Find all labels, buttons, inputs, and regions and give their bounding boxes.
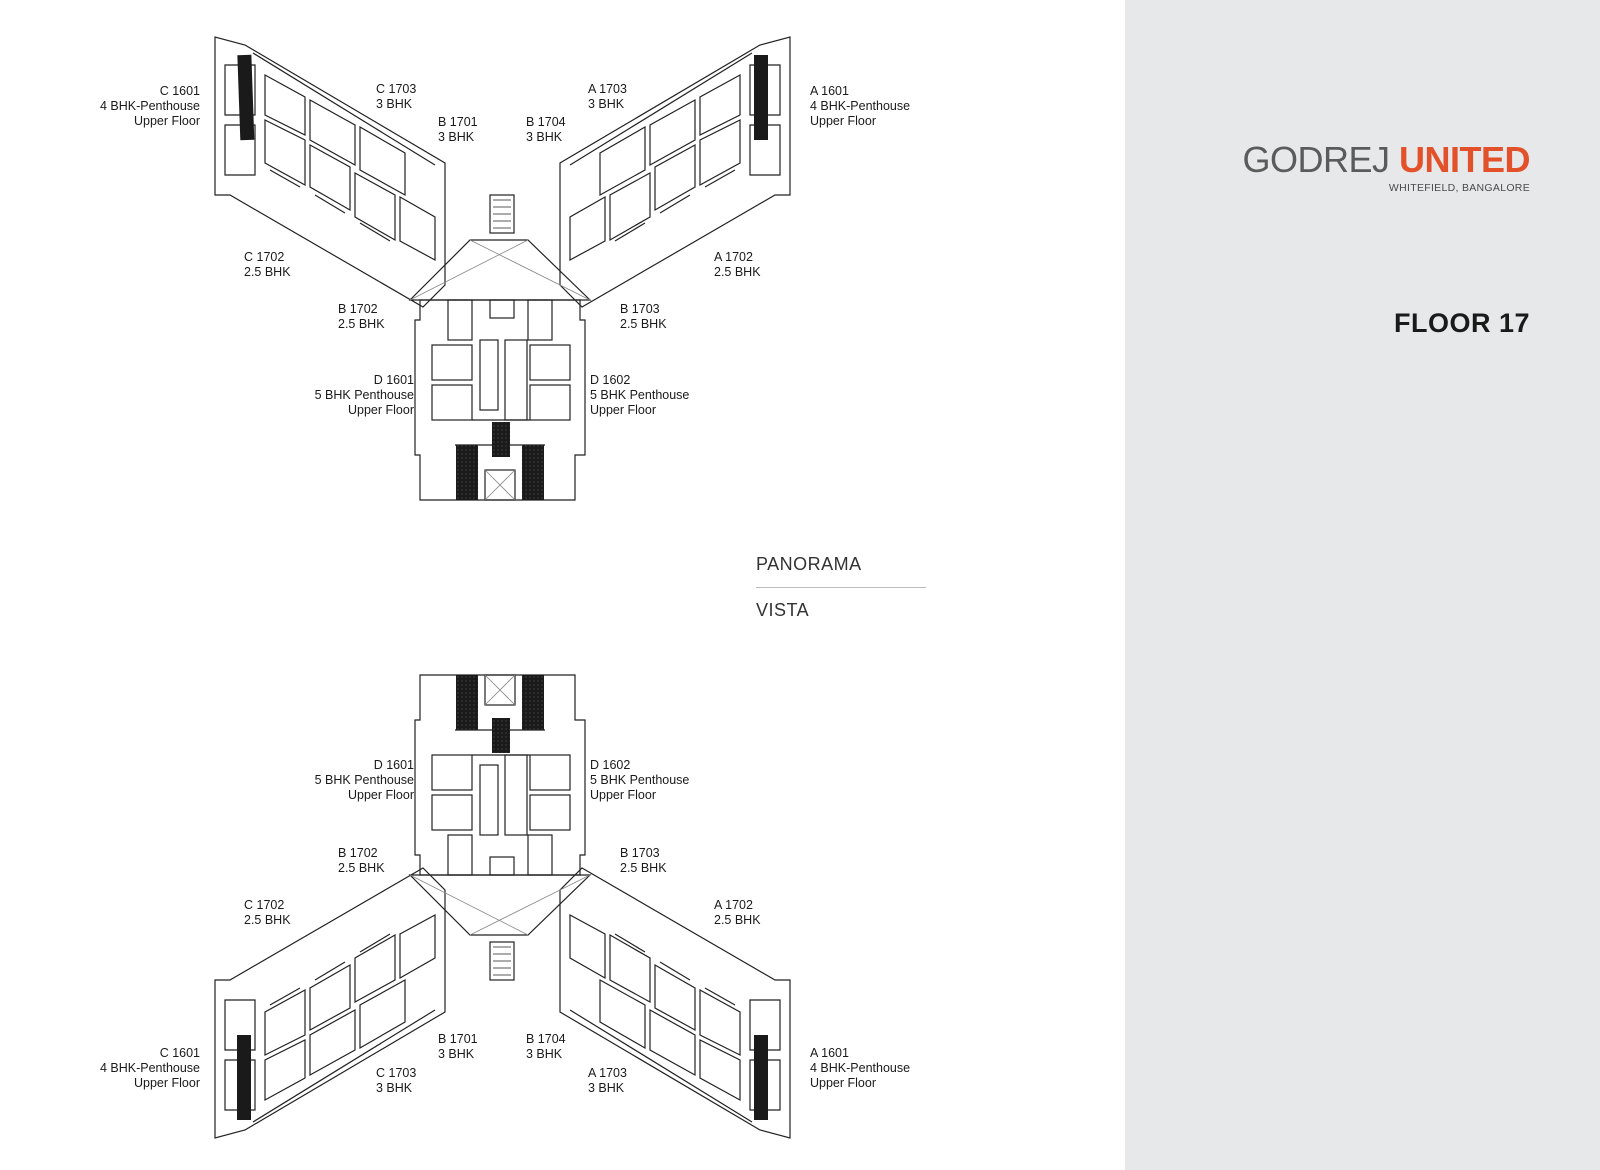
brand-name-part1: GODREJ (1242, 139, 1390, 180)
vista-plan (214, 674, 791, 1139)
tower-divider (756, 587, 926, 588)
tower-name-bottom: VISTA (756, 600, 810, 620)
panorama-plan (214, 36, 791, 501)
floor-plans-drawing (214, 36, 791, 1139)
brand-name-part2: UNITED (1399, 139, 1531, 180)
brand-logo: GODREJ UNITED WHITEFIELD, BANGALORE (1242, 139, 1531, 195)
floor-title: FLOOR 17 (1393, 308, 1530, 338)
panorama-left-wing (214, 36, 446, 308)
panorama-core (414, 299, 586, 501)
sidebar-panel: GODREJ UNITED WHITEFIELD, BANGALORE FLOO… (1125, 0, 1600, 1170)
panorama-right-wing (559, 36, 791, 308)
brand-location: WHITEFIELD, BANGALORE (1388, 182, 1530, 194)
tower-name-top: PANORAMA (756, 554, 862, 574)
